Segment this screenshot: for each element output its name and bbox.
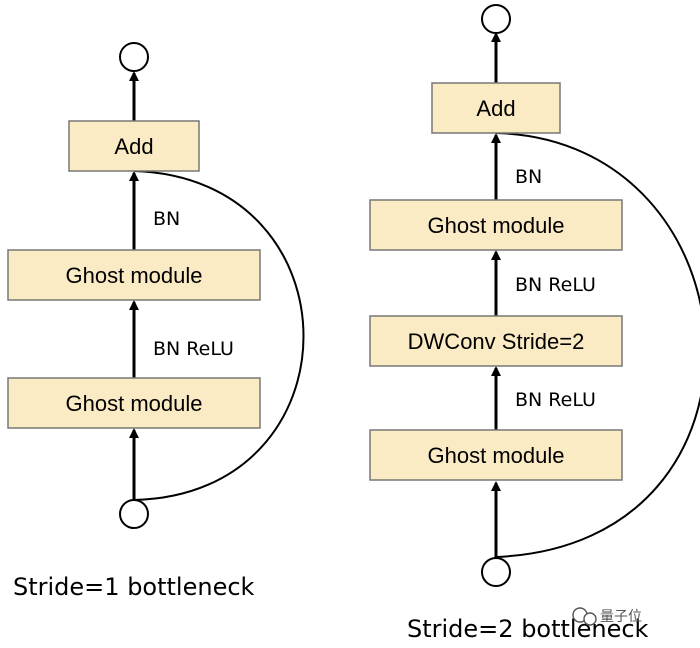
left-add-label: Add: [114, 134, 153, 159]
right-caption: Stride=2 bottleneck: [407, 615, 649, 643]
right-input-node: [481, 557, 511, 587]
right-ghost-module-top: [369, 199, 623, 251]
stride1-bottleneck: Add Ghost module Ghost module BN BN ReLU…: [7, 42, 305, 601]
left-caption: Stride=1 bottleneck: [13, 573, 255, 601]
left-ghost-module-bottom-label: Ghost module: [66, 391, 203, 416]
right-edge-label-bn-relu-lower: BN ReLU: [515, 389, 596, 411]
left-ghost-module-top: [7, 249, 261, 301]
right-skip-connection: [495, 132, 700, 558]
right-ghost-module-top-label: Ghost module: [428, 213, 565, 238]
right-output-node: [481, 4, 511, 34]
left-add-box: [68, 120, 200, 172]
left-edge-label-bn: BN: [153, 208, 180, 230]
right-ghost-module-bottom-label: Ghost module: [428, 443, 565, 468]
watermark-text: 量子位: [600, 609, 642, 625]
right-ghost-module-bottom: [369, 429, 623, 481]
right-add-box: [431, 82, 561, 134]
left-ghost-module-top-label: Ghost module: [66, 263, 203, 288]
left-ghost-module-bottom: [7, 377, 261, 429]
stride2-bottleneck: Add Ghost module DWConv Stride=2 Ghost m…: [369, 4, 700, 643]
left-output-node: [119, 42, 149, 72]
left-edge-label-bn-relu: BN ReLU: [153, 338, 234, 360]
watermark: 量子位: [572, 607, 642, 626]
wechat-icon: [572, 607, 597, 626]
right-edge-label-bn: BN: [515, 166, 542, 188]
left-input-node: [119, 499, 149, 529]
right-add-label: Add: [476, 96, 515, 121]
left-skip-connection: [133, 170, 305, 501]
right-edge-label-bn-relu-upper: BN ReLU: [515, 274, 596, 296]
right-dwconv-label: DWConv Stride=2: [408, 329, 585, 354]
right-dwconv-box: [369, 315, 623, 367]
